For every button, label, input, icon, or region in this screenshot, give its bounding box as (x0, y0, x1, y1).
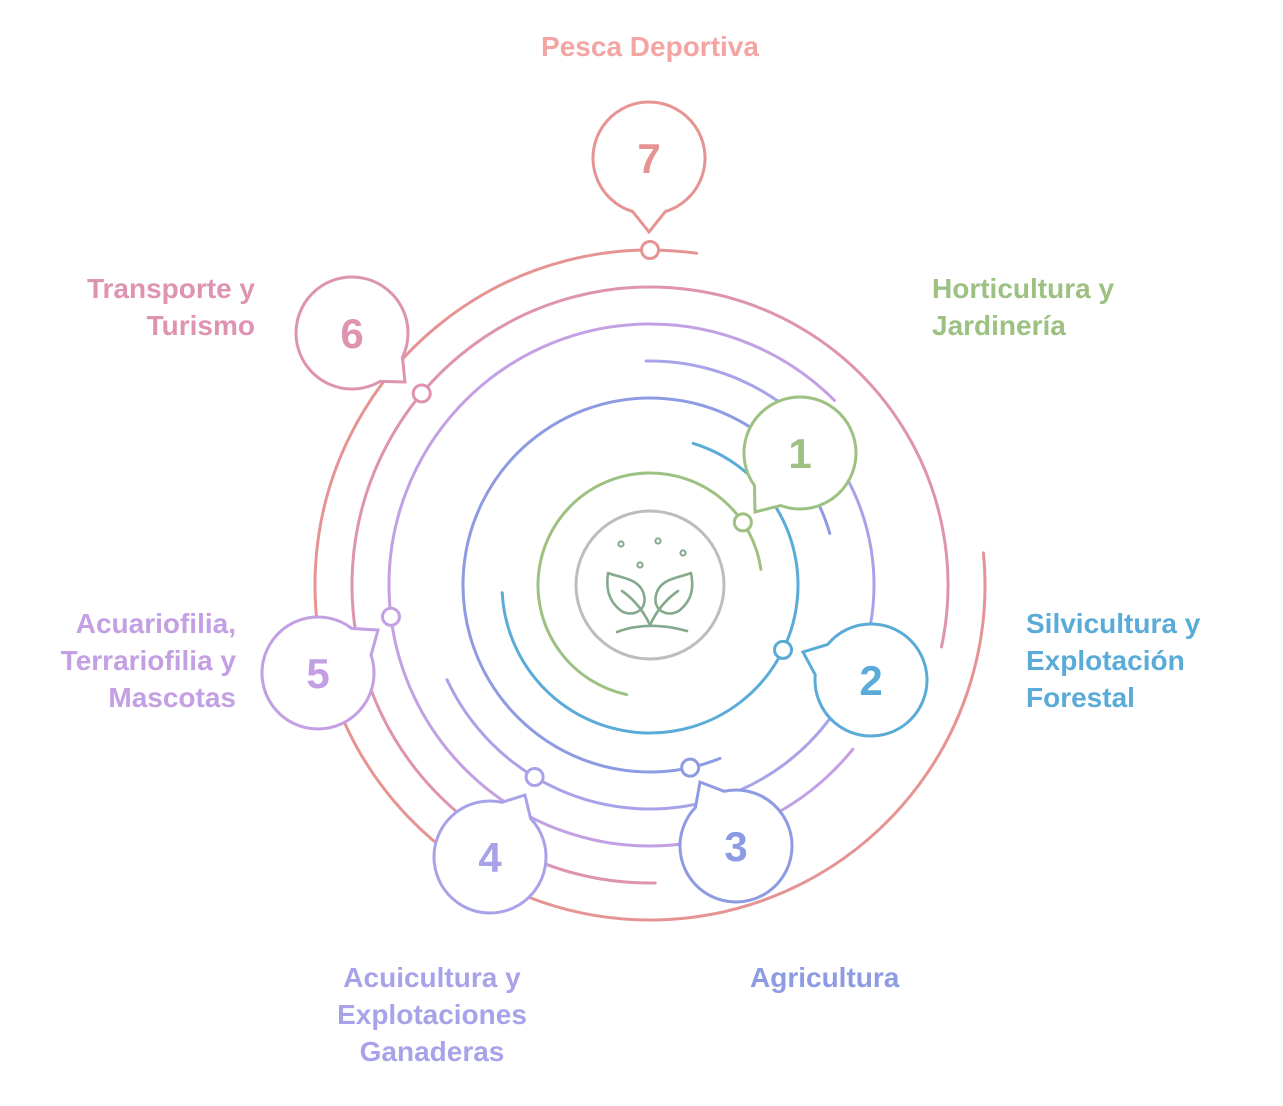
speech-bubble-shape (591, 100, 707, 235)
bubble-6: 6 (294, 275, 410, 391)
speech-bubble-shape (294, 275, 410, 391)
label-6: Transporte y Turismo (87, 270, 255, 344)
label-line: Jardinería (932, 310, 1066, 341)
center-circle (574, 509, 726, 661)
ring-arc-7 (313, 248, 987, 922)
bubble-3: 3 (678, 779, 794, 904)
bubble-7: 7 (591, 100, 707, 235)
ground-icon (615, 624, 689, 634)
ring-arc-6 (350, 285, 950, 885)
ring-arc-3 (461, 396, 832, 774)
ring-marker-4 (524, 767, 545, 788)
rings (313, 240, 987, 922)
label-line: Silvicultura y (1026, 608, 1201, 639)
bubble-number: 6 (340, 310, 363, 357)
bubble-number: 4 (478, 834, 502, 881)
leaf-left-icon (606, 571, 646, 615)
label-1: Horticultura y Jardinería (932, 270, 1114, 344)
speech-bubble-shape (432, 793, 548, 915)
label-line: Explotación (1026, 645, 1185, 676)
speech-bubble-shape (260, 615, 380, 731)
bubble-5: 5 (260, 615, 380, 731)
bubble-number: 2 (859, 657, 882, 704)
bubble-number: 5 (306, 650, 329, 697)
label-line: Acuicultura y (343, 962, 521, 993)
bubble-number: 3 (724, 823, 747, 870)
seed-dot-icon (617, 540, 625, 548)
label-line: Mascotas (108, 682, 236, 713)
label-line: Turismo (146, 310, 255, 341)
plant-sprout-icon (574, 509, 726, 661)
bubble-number: 1 (788, 430, 811, 477)
speech-bubble-shape (678, 779, 794, 904)
ring-marker-7 (640, 240, 660, 260)
bubble-number: 7 (637, 135, 660, 182)
seed-dot-icon (654, 537, 662, 545)
ring-marker-6 (411, 383, 432, 404)
label-3: Agricultura (750, 959, 899, 996)
ring-marker-5 (380, 606, 401, 627)
ring-arc-1 (536, 471, 763, 697)
seed-dot-icon (679, 549, 687, 557)
label-2: Silvicultura y Explotación Forestal (1026, 605, 1200, 716)
label-4: Acuicultura y Explotaciones Ganaderas (282, 959, 582, 1070)
label-line: Terrariofilia y (60, 645, 236, 676)
bubble-4: 4 (432, 793, 548, 915)
label-line: Horticultura y (932, 273, 1115, 304)
label-line: Agricultura (750, 962, 900, 993)
label-7: Pesca Deportiva (450, 28, 850, 65)
label-line: Pesca Deportiva (541, 31, 759, 62)
label-line: Transporte y (86, 273, 255, 304)
bubble-1: 1 (742, 395, 858, 514)
leaf-right-icon (654, 571, 694, 615)
label-line: Explotaciones (337, 999, 527, 1030)
label-line: Forestal (1026, 682, 1135, 713)
speech-bubble-shape (800, 622, 929, 738)
bubble-2: 2 (800, 622, 929, 738)
ring-marker-3 (680, 757, 701, 778)
label-5: Acuariofilia, Terrariofilia y Mascotas (61, 605, 236, 716)
label-line: Acuariofilia, (75, 608, 236, 639)
speech-bubble-shape (742, 395, 858, 514)
ring-marker-1 (732, 512, 753, 533)
seed-dot-icon (636, 561, 644, 569)
label-line: Ganaderas (359, 1036, 505, 1067)
ring-marker-2 (773, 639, 794, 660)
